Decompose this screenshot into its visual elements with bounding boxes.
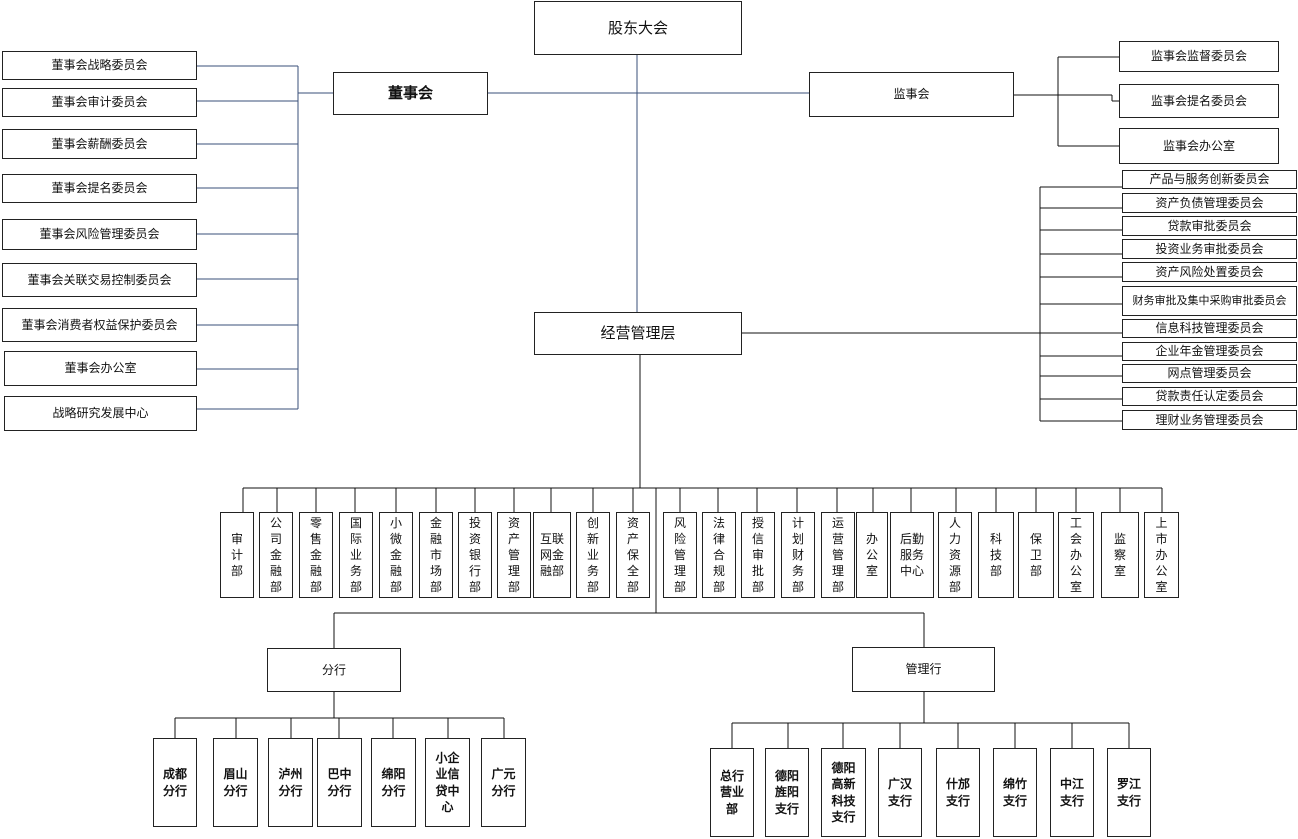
management-committee-node: 信息科技管理委员会: [1122, 319, 1297, 338]
management-committee-node: 网点管理委员会: [1122, 364, 1297, 383]
sub-branch-node: 总行营业部: [710, 748, 754, 837]
branch-node: 成都分行: [153, 738, 197, 827]
management-committee-node: 贷款责任认定委员会: [1122, 387, 1297, 406]
management-committee-node: 理财业务管理委员会: [1122, 410, 1297, 430]
shareholders-meeting-node: 股东大会: [534, 1, 742, 55]
board-committee-node: 董事会审计委员会: [2, 88, 197, 117]
sub-branch-node: 罗江支行: [1107, 748, 1151, 837]
department-node: 资产管理部: [497, 512, 531, 598]
department-node: 后勤服务中心: [890, 512, 934, 598]
branch-node: 泸州分行: [268, 738, 313, 827]
board-committee-node: 董事会提名委员会: [2, 174, 197, 203]
branch-group-node: 分行: [267, 648, 401, 692]
management-node: 经营管理层: [534, 312, 742, 355]
branch-node: 小企业信贷中心: [425, 738, 470, 827]
sub-branch-node: 广汉支行: [878, 748, 922, 837]
supervisory-unit-node: 监事会提名委员会: [1119, 84, 1279, 118]
sub-branch-node: 德阳高新科技支行: [821, 748, 866, 837]
board-committee-node: 战略研究发展中心: [4, 396, 197, 431]
department-node: 授信审批部: [741, 512, 775, 598]
department-node: 零售金融部: [299, 512, 333, 598]
management-committee-node: 贷款审批委员会: [1122, 216, 1297, 236]
supervisory-board-node: 监事会: [809, 72, 1014, 117]
board-node: 董事会: [333, 72, 488, 115]
management-committee-node: 资产风险处置委员会: [1122, 262, 1297, 282]
branch-node: 广元分行: [481, 738, 526, 827]
department-node: 国际业务部: [339, 512, 373, 598]
department-node: 工会办公室: [1058, 512, 1094, 598]
branch-node: 巴中分行: [317, 738, 362, 827]
department-node: 运营管理部: [821, 512, 855, 598]
board-committee-node: 董事会办公室: [4, 351, 197, 386]
department-node: 法律合规部: [702, 512, 736, 598]
department-node: 计划财务部: [781, 512, 815, 598]
department-node: 投资银行部: [458, 512, 492, 598]
department-node: 上市办公室: [1144, 512, 1179, 598]
board-committee-node: 董事会消费者权益保护委员会: [2, 308, 197, 342]
managed-branch-group-node: 管理行: [852, 647, 995, 692]
department-node: 科技部: [978, 512, 1014, 598]
supervisory-unit-node: 监事会监督委员会: [1119, 41, 1279, 72]
sub-branch-node: 绵竹支行: [993, 748, 1037, 837]
supervisory-unit-node: 监事会办公室: [1119, 128, 1279, 164]
department-node: 互联网金融部: [533, 512, 571, 598]
department-node: 保卫部: [1018, 512, 1054, 598]
management-committee-node: 资产负债管理委员会: [1122, 193, 1297, 213]
board-committee-node: 董事会薪酬委员会: [2, 129, 197, 159]
sub-branch-node: 中江支行: [1050, 748, 1094, 837]
management-committee-node: 产品与服务创新委员会: [1122, 170, 1297, 189]
sub-branch-node: 什邡支行: [936, 748, 980, 837]
department-node: 监察室: [1101, 512, 1139, 598]
board-committee-node: 董事会战略委员会: [2, 51, 197, 80]
department-node: 创新业务部: [576, 512, 610, 598]
department-node: 办公室: [856, 512, 888, 598]
department-node: 审计部: [220, 512, 254, 598]
department-node: 金融市场部: [419, 512, 453, 598]
board-committee-node: 董事会风险管理委员会: [2, 219, 197, 250]
board-committee-node: 董事会关联交易控制委员会: [2, 263, 197, 297]
management-committee-node: 投资业务审批委员会: [1122, 239, 1297, 259]
department-node: 小微金融部: [379, 512, 413, 598]
department-node: 人力资源部: [938, 512, 972, 598]
department-node: 公司金融部: [259, 512, 293, 598]
branch-node: 眉山分行: [213, 738, 258, 827]
management-committee-node: 财务审批及集中采购审批委员会: [1122, 286, 1297, 316]
department-node: 资产保全部: [616, 512, 650, 598]
sub-branch-node: 德阳旌阳支行: [765, 748, 809, 837]
department-node: 风险管理部: [663, 512, 697, 598]
branch-node: 绵阳分行: [371, 738, 416, 827]
management-committee-node: 企业年金管理委员会: [1122, 342, 1297, 361]
